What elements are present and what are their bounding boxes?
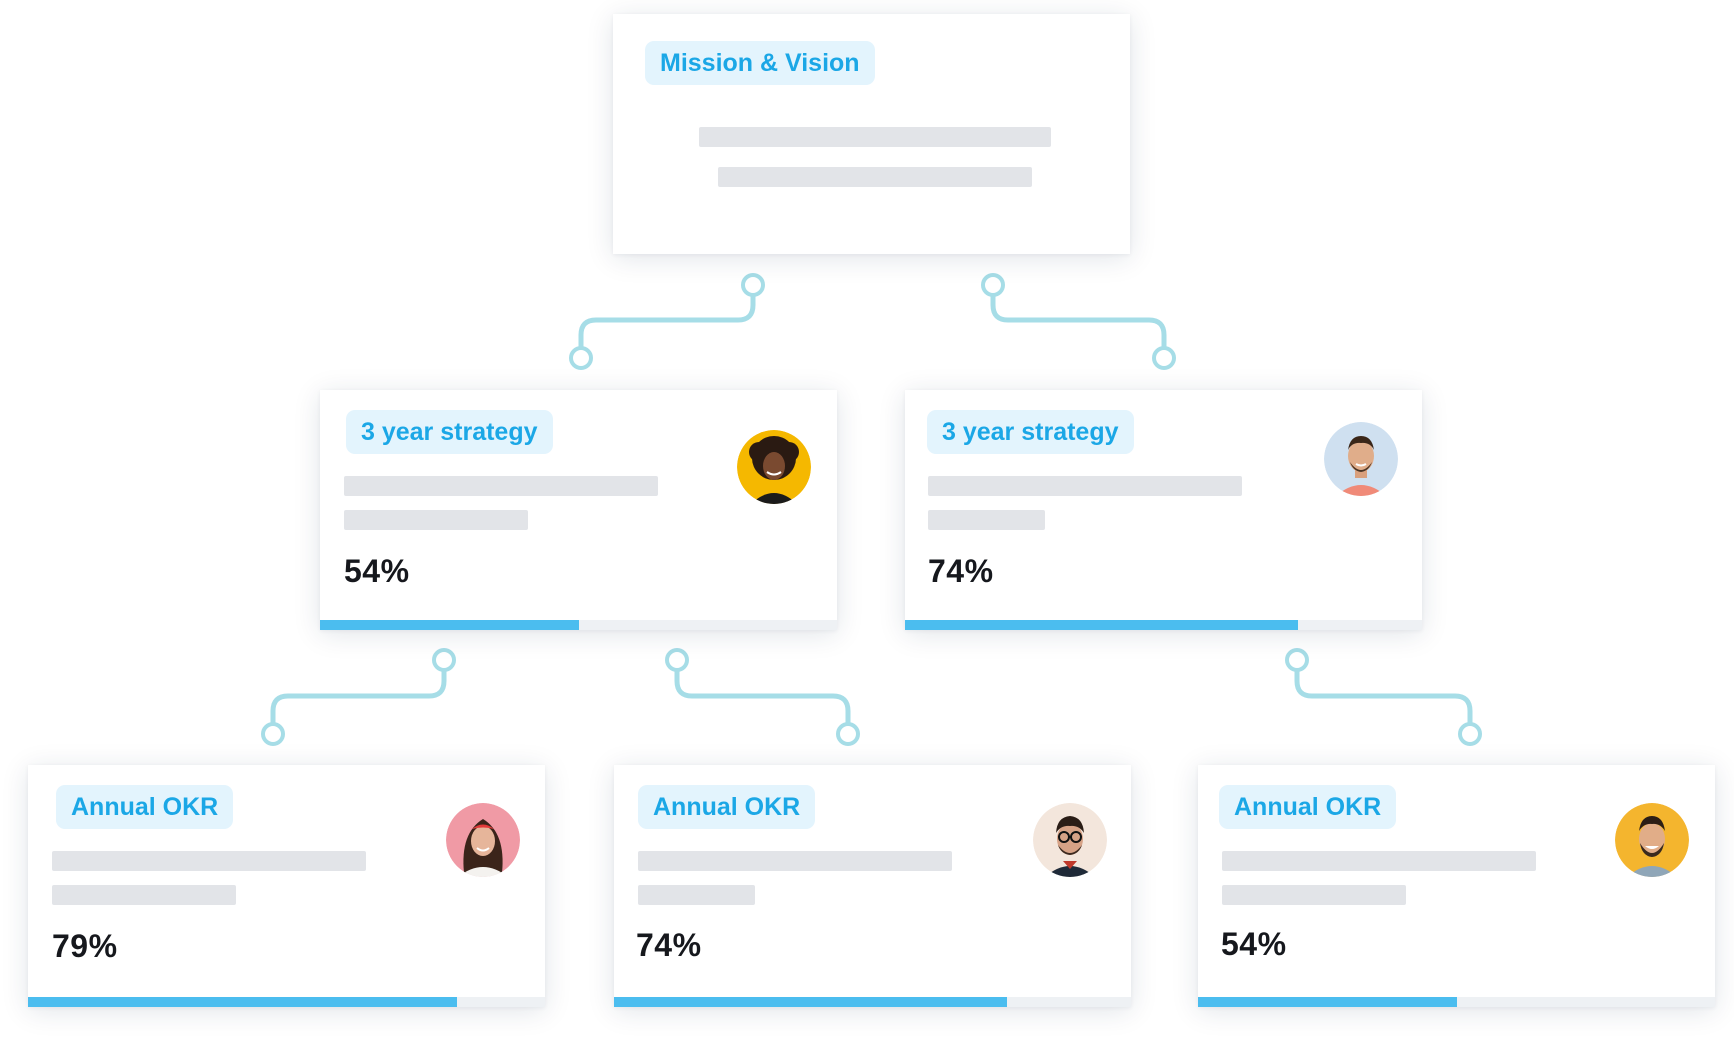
connector-node [1458, 722, 1482, 746]
person-curly-hair-icon [737, 430, 811, 504]
text-placeholder [638, 851, 952, 871]
progress-bar [320, 620, 837, 630]
connector-node [1152, 346, 1176, 370]
progress-percent: 74% [636, 927, 702, 963]
connector-node [569, 346, 593, 370]
progress-bar [1198, 997, 1715, 1007]
okr-card-2[interactable]: Annual OKR 74% [614, 765, 1131, 1007]
progress-bar-fill [905, 620, 1298, 630]
text-placeholder [718, 167, 1032, 187]
strategy-card-1[interactable]: 3 year strategy 54% [320, 390, 837, 630]
person-smiling-beard-icon [1615, 803, 1689, 877]
text-placeholder [1222, 885, 1406, 905]
connector-strategy-1-to-okr-1 [270, 668, 447, 726]
strategy-label: 3 year strategy [927, 410, 1134, 454]
progress-percent: 54% [1221, 926, 1287, 962]
person-glasses-icon [1033, 803, 1107, 877]
connector-node [981, 273, 1005, 297]
okr-label: Annual OKR [638, 785, 816, 829]
owner-avatar [1033, 803, 1107, 877]
text-placeholder [344, 476, 658, 496]
okr-label: Annual OKR [1219, 785, 1397, 829]
okr-card-1[interactable]: Annual OKR 79% [28, 765, 545, 1007]
connector-node [1285, 648, 1309, 672]
owner-avatar [1324, 422, 1398, 496]
connector-strategy-2-to-okr-3 [1294, 668, 1473, 726]
strategy-label: 3 year strategy [346, 410, 553, 454]
text-placeholder [928, 510, 1045, 530]
owner-avatar [446, 803, 520, 877]
mission-vision-card[interactable]: Mission & Vision [613, 14, 1130, 254]
text-placeholder [1222, 851, 1536, 871]
person-woman-icon [446, 803, 520, 877]
text-placeholder [52, 851, 366, 871]
connector-mission-to-strategy-1 [578, 292, 756, 350]
connector-node [836, 722, 860, 746]
text-placeholder [928, 476, 1242, 496]
okr-label: Annual OKR [56, 785, 234, 829]
text-placeholder [699, 127, 1051, 147]
connector-node [432, 648, 456, 672]
connector-strategy-1-to-okr-2 [674, 668, 851, 726]
mission-vision-label: Mission & Vision [645, 41, 875, 85]
connector-mission-to-strategy-2 [990, 292, 1167, 350]
progress-percent: 79% [52, 928, 118, 964]
strategy-card-2[interactable]: 3 year strategy 74% [905, 390, 1422, 630]
connector-node [261, 722, 285, 746]
text-placeholder [52, 885, 236, 905]
progress-bar [28, 997, 545, 1007]
progress-bar-fill [614, 997, 1007, 1007]
text-placeholder [638, 885, 755, 905]
person-short-hair-icon [1324, 422, 1398, 496]
progress-percent: 54% [344, 553, 410, 589]
owner-avatar [737, 430, 811, 504]
text-placeholder [344, 510, 528, 530]
connector-node [665, 648, 689, 672]
progress-bar-fill [1198, 997, 1457, 1007]
progress-bar [614, 997, 1131, 1007]
progress-bar [905, 620, 1422, 630]
okr-card-3[interactable]: Annual OKR 54% [1198, 765, 1715, 1007]
progress-bar-fill [28, 997, 458, 1007]
owner-avatar [1615, 803, 1689, 877]
progress-bar-fill [320, 620, 579, 630]
connector-node [741, 273, 765, 297]
progress-percent: 74% [928, 553, 994, 589]
